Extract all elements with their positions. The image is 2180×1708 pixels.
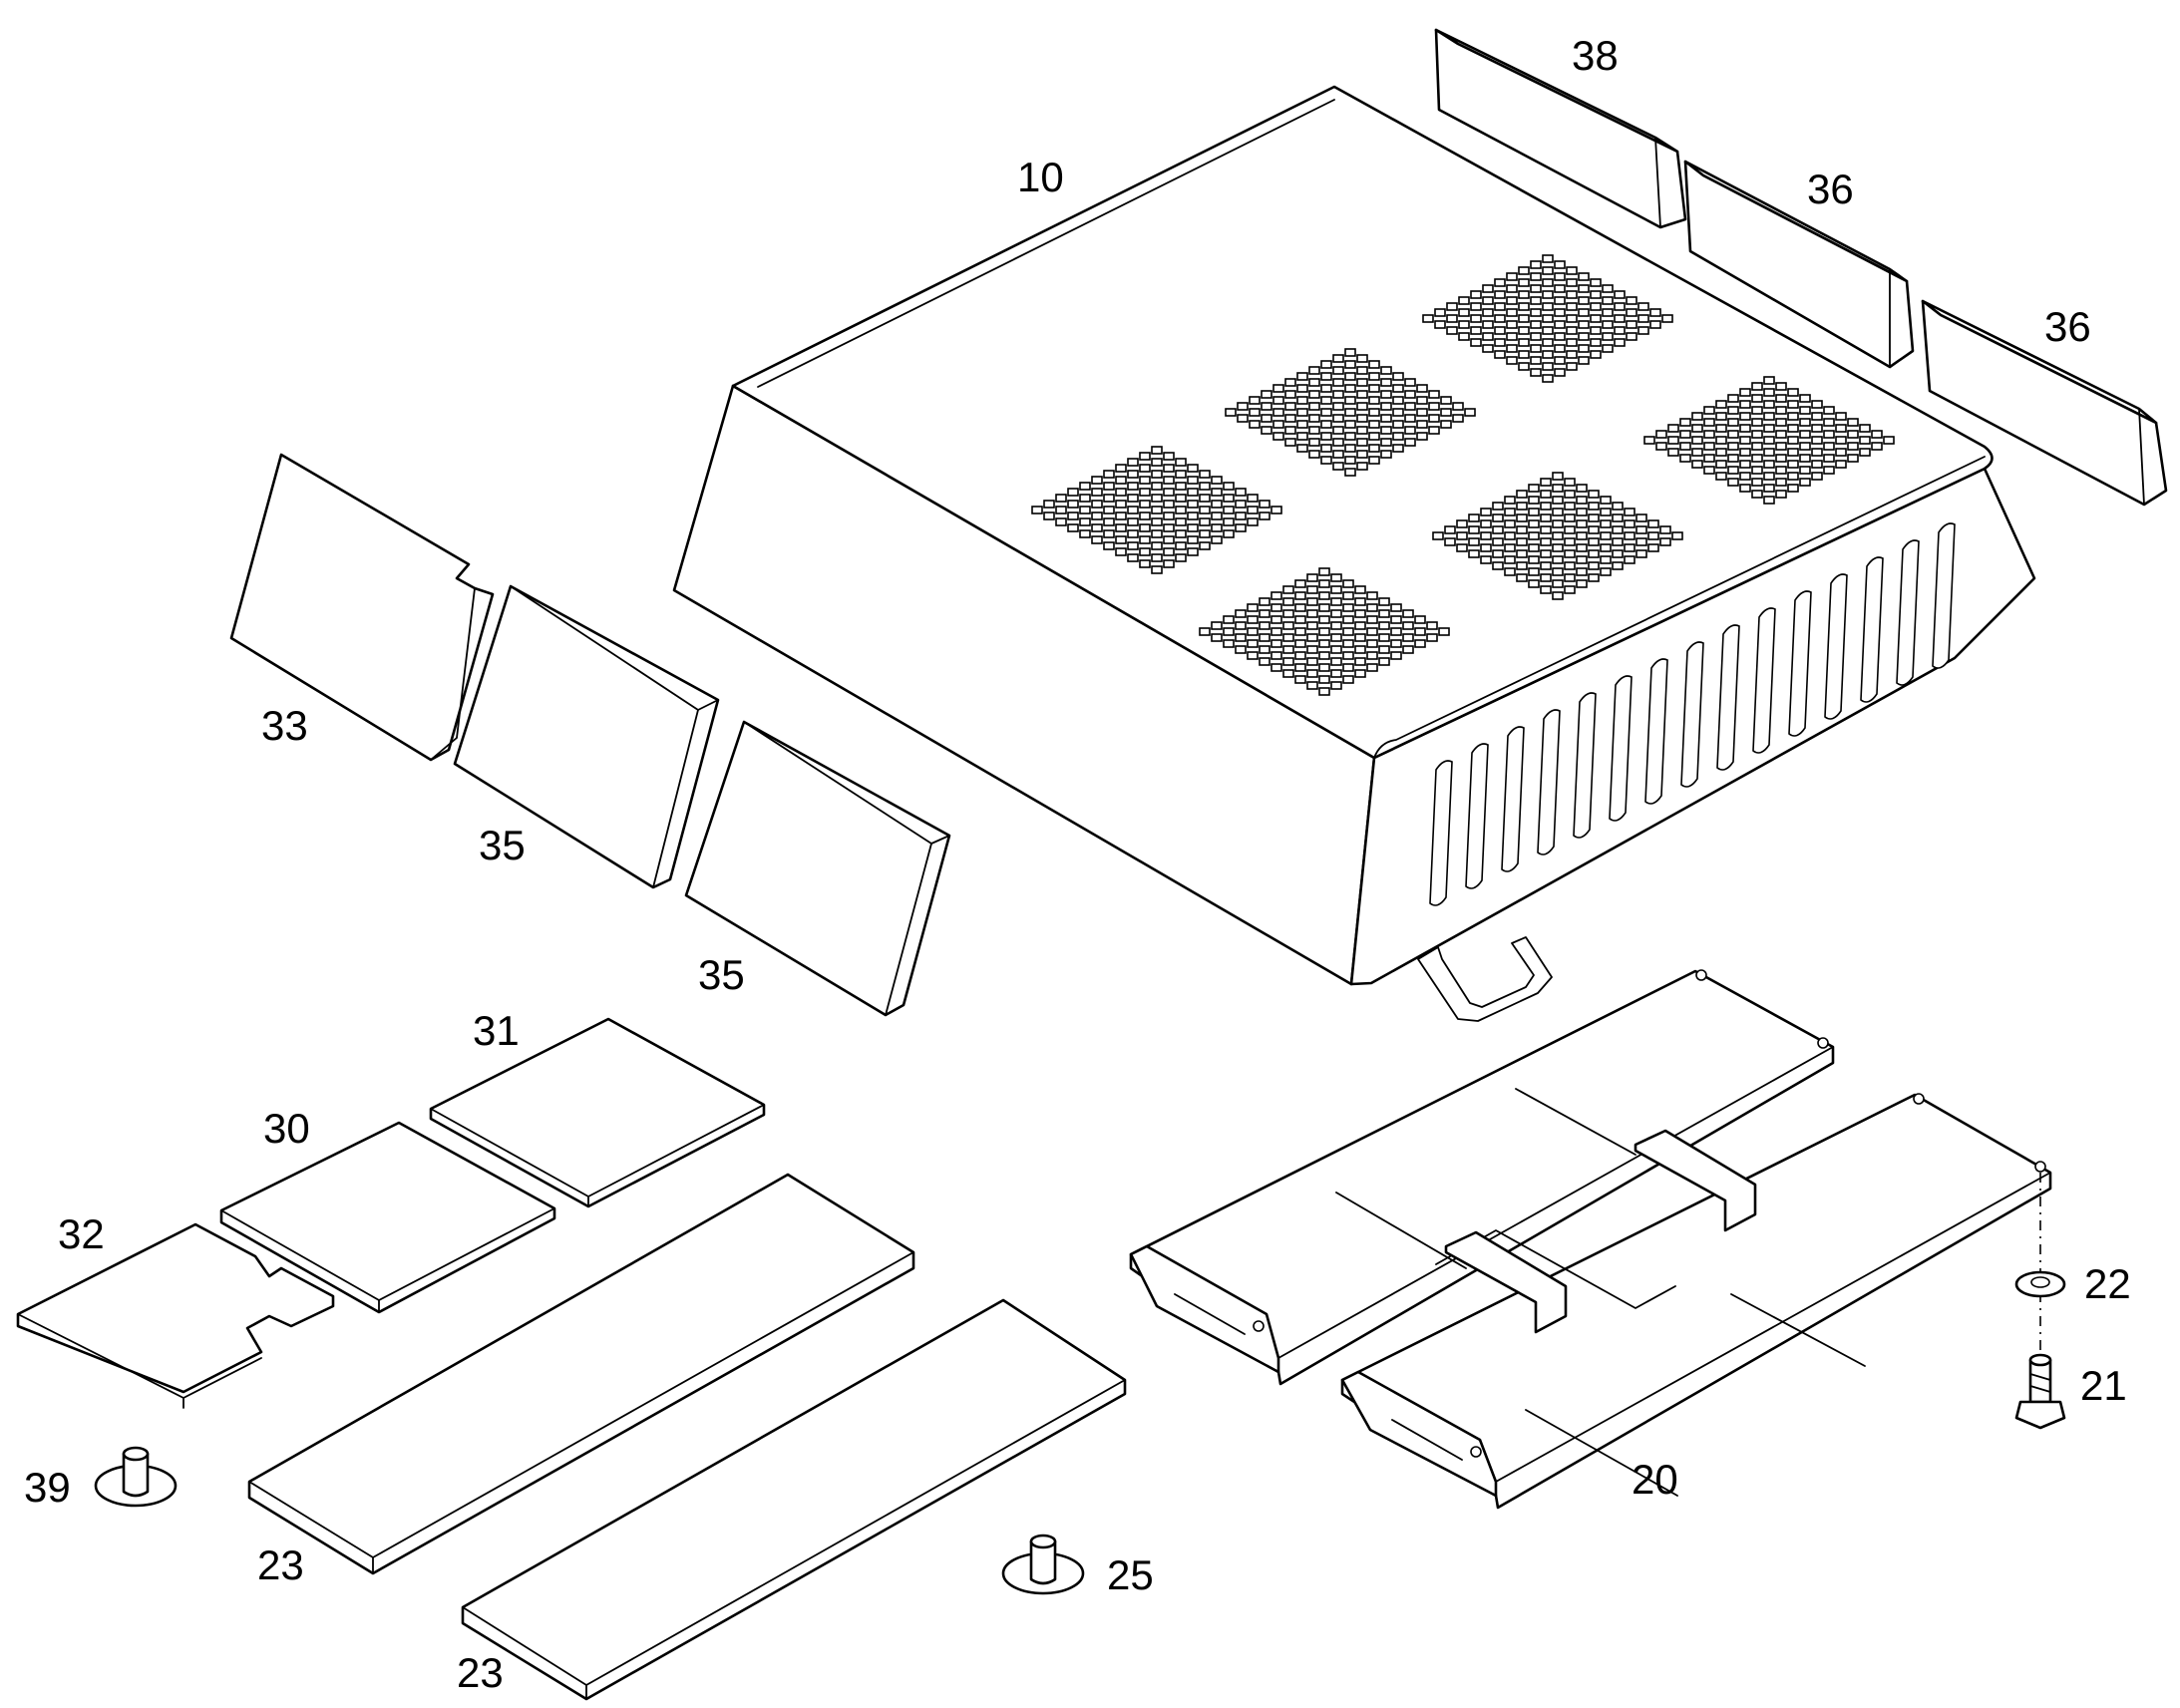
vent-slot (1716, 624, 1740, 771)
panel-part-35-upper (453, 584, 720, 889)
callout-32: 32 (58, 1210, 105, 1257)
spacer-part-25 (1001, 1534, 1085, 1595)
vent-slot (1501, 726, 1525, 872)
vent-slot (1429, 760, 1453, 906)
panel-part-35-lower (684, 720, 951, 1017)
callout-35-upper: 35 (479, 822, 526, 868)
side-vent-slots (1429, 522, 1956, 906)
vent-grille (1643, 376, 1895, 505)
vent-slot (1644, 658, 1668, 805)
callout-36-upper: 36 (1807, 166, 1854, 212)
washer-part-22 (2014, 1270, 2066, 1298)
spacer-part-39 (94, 1446, 178, 1508)
panel-part-33 (229, 453, 495, 762)
callout-22: 22 (2084, 1260, 2131, 1307)
panel-part-36-upper (1683, 160, 1915, 369)
plate-part-31 (429, 1017, 766, 1208)
vent-slot (1680, 641, 1704, 788)
vent-slot (1537, 709, 1561, 855)
vent-slot (1860, 556, 1884, 703)
plate-part-30 (219, 1121, 556, 1314)
vent-grille (1422, 254, 1673, 383)
vent-grille (1031, 446, 1282, 574)
vent-slot (1932, 522, 1956, 669)
panel-part-38 (1434, 28, 1687, 229)
vent-slot (1573, 692, 1597, 839)
callout-21: 21 (2080, 1362, 2127, 1409)
callout-30: 30 (263, 1105, 310, 1152)
vent-grille (1225, 348, 1476, 477)
callout-39: 39 (24, 1464, 71, 1511)
plate-part-23-lower (461, 1298, 1127, 1701)
vent-grilles (1031, 254, 1895, 696)
panel-part-36-lower (1921, 299, 2168, 507)
vent-slot (1788, 590, 1812, 737)
callout-23-upper: 23 (257, 1541, 304, 1588)
callout-33: 33 (261, 702, 308, 749)
callout-23-lower: 23 (457, 1649, 504, 1696)
callout-20: 20 (1632, 1456, 1678, 1503)
callout-35-lower: 35 (698, 951, 745, 998)
vent-slot (1752, 607, 1776, 754)
vent-slot (1609, 675, 1633, 822)
vent-slot (1465, 743, 1489, 889)
plate-part-23-upper (247, 1173, 915, 1575)
callout-25: 25 (1107, 1551, 1154, 1598)
bolt-part-21 (2014, 1353, 2066, 1430)
frame-part-20 (1129, 969, 2052, 1510)
callout-36-lower: 36 (2044, 303, 2091, 350)
callout-38: 38 (1572, 32, 1619, 79)
callout-31: 31 (473, 1007, 520, 1054)
vent-slot (1824, 573, 1848, 720)
vent-grille (1432, 472, 1683, 600)
callout-10: 10 (1017, 154, 1064, 200)
plate-part-32 (16, 1222, 335, 1409)
vent-slot (1896, 539, 1920, 686)
vent-grille (1199, 567, 1450, 696)
